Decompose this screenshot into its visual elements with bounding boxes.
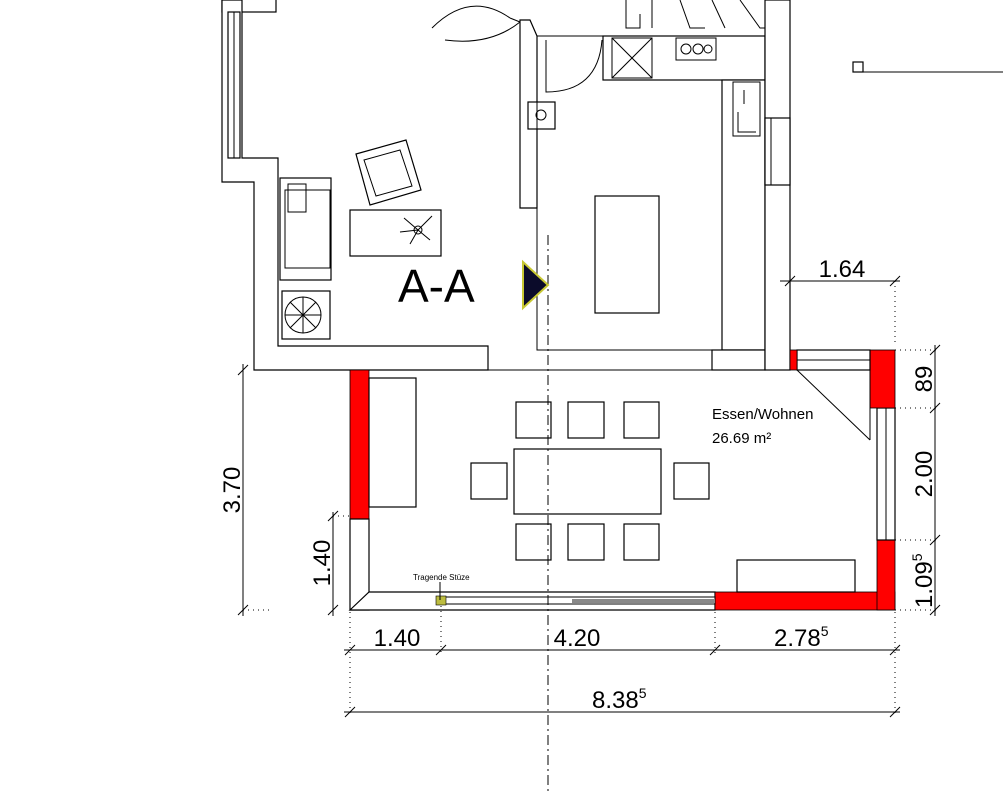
door-swing	[796, 369, 871, 441]
dim-bottom-mid: 4.20	[554, 625, 601, 652]
kitchen-island	[594, 195, 660, 314]
door-top	[431, 5, 521, 42]
coffee-table	[349, 209, 442, 257]
dining-room-walls	[348, 349, 896, 611]
dim-right-bottom: 1.095	[909, 553, 938, 608]
column	[527, 101, 556, 130]
dimension-lines	[237, 275, 941, 718]
new-wall-left	[349, 369, 370, 520]
dim-total-width: 8.385	[592, 685, 647, 714]
chair	[515, 401, 552, 439]
dim-upper-right: 1.64	[819, 256, 866, 283]
dim-bottom-right: 2.785	[774, 623, 829, 652]
armchair	[355, 139, 422, 206]
partition-wall	[519, 19, 603, 209]
kitchen-counter-top	[602, 35, 766, 81]
section-label: A-A	[398, 260, 475, 312]
chair	[673, 462, 710, 500]
bench	[736, 559, 856, 593]
chair	[515, 523, 552, 561]
dining-furniture	[368, 377, 856, 593]
chair	[567, 401, 605, 439]
new-wall-bottom	[714, 591, 896, 611]
dim-right-window: 2.00	[911, 451, 938, 498]
kitchen-door	[545, 39, 603, 93]
room-name: Essen/Wohnen	[712, 406, 813, 423]
chair	[470, 462, 508, 500]
chair	[623, 523, 660, 561]
new-wall-right-top	[869, 349, 896, 409]
dim-right-top: 89	[911, 366, 938, 393]
living-furniture	[279, 139, 442, 340]
column-marker	[435, 595, 447, 606]
upper-left-walls	[221, 0, 489, 371]
chair	[567, 523, 605, 561]
section-marker-icon	[522, 259, 550, 311]
new-wall-right-bottom	[876, 539, 896, 611]
room-area: 26.69 m²	[712, 430, 771, 447]
stove-icon	[675, 37, 717, 61]
kitchen	[536, 35, 766, 371]
sliding-glazing	[572, 599, 715, 603]
right-upper-wall	[764, 0, 791, 371]
stairs	[625, 0, 771, 29]
sink-icon	[732, 81, 761, 137]
plant-icon	[399, 215, 433, 245]
dim-height-total: 3.70	[219, 467, 246, 514]
window-right-upper	[764, 117, 791, 186]
dim-height-left-wall: 1.40	[309, 540, 336, 587]
column-annotation: Tragende Stüze	[413, 573, 470, 582]
cushion	[287, 183, 307, 213]
sideboard	[368, 377, 417, 508]
dim-bottom-left: 1.40	[374, 625, 421, 652]
kitchen-counter-right	[721, 79, 766, 351]
chair	[623, 401, 660, 439]
dining-table	[513, 448, 662, 515]
